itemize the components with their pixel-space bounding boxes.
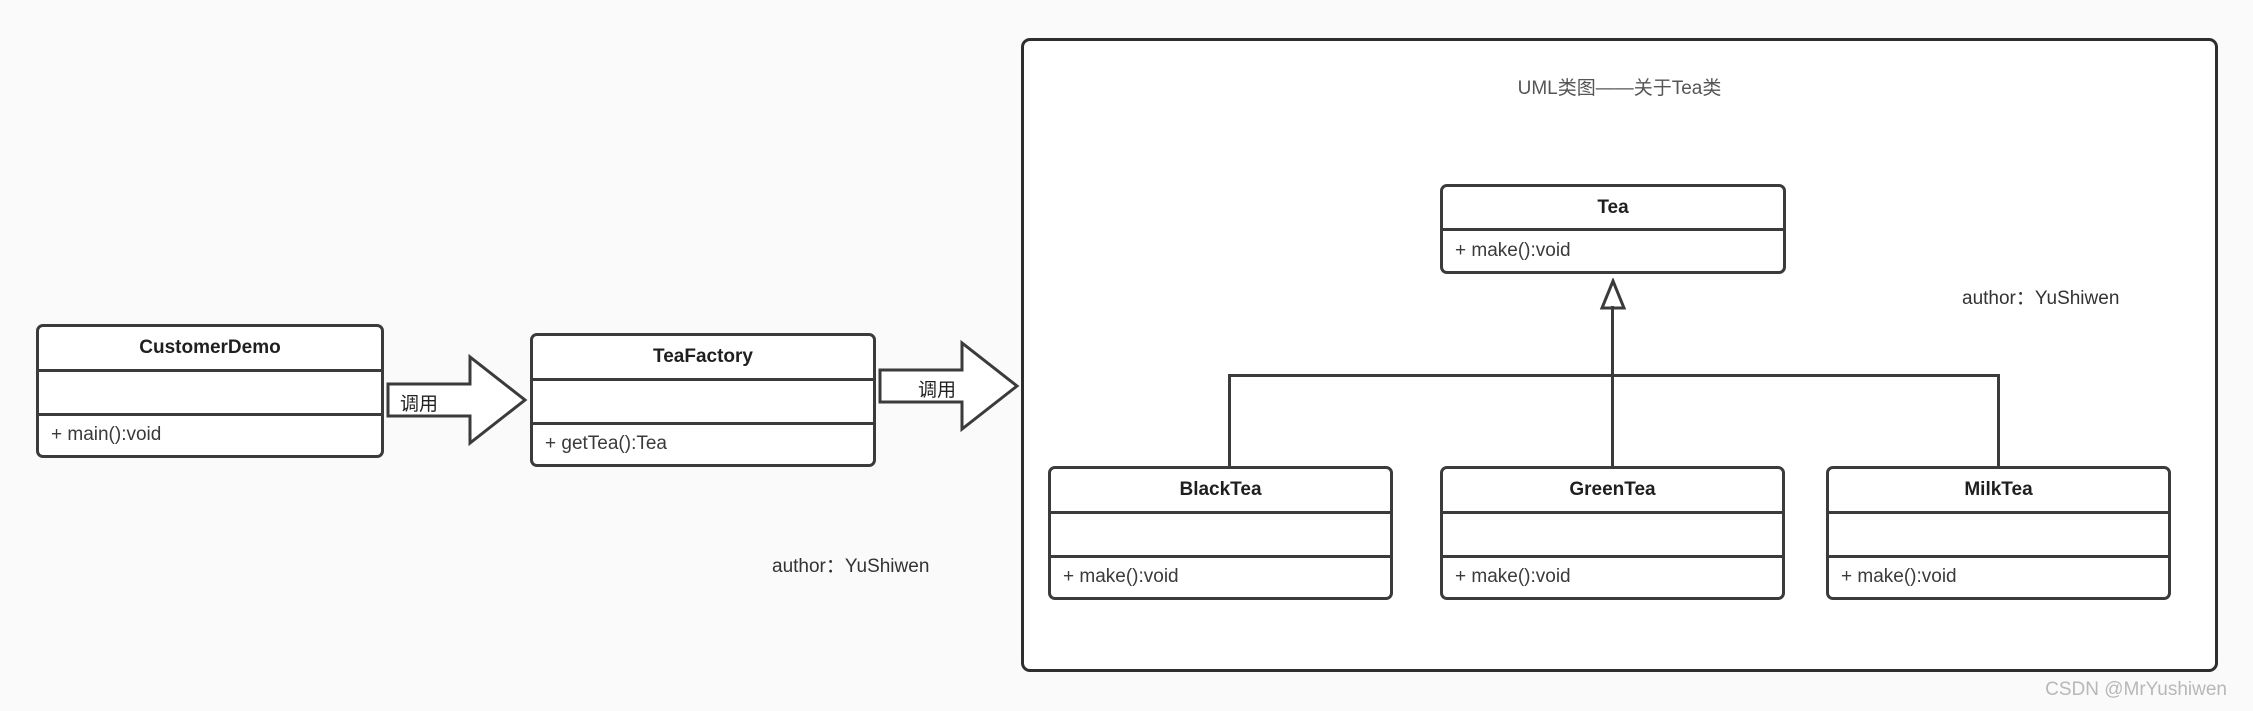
author-label-left: author：YuShiwen bbox=[772, 556, 930, 577]
class-box-green-tea[interactable]: GreenTea + make():void bbox=[1440, 466, 1785, 600]
arrow-label-call-1: 调用 bbox=[400, 394, 439, 415]
class-attributes-green-tea bbox=[1443, 514, 1782, 558]
class-box-customer-demo[interactable]: CustomerDemo + main():void bbox=[36, 324, 384, 458]
generalization-stem bbox=[1611, 306, 1614, 376]
class-operations-green-tea: + make():void bbox=[1455, 566, 1571, 588]
generalization-bus bbox=[1228, 374, 2000, 377]
watermark-text: CSDN @MrYushiwen bbox=[2045, 679, 2227, 700]
class-box-black-tea[interactable]: BlackTea + make():void bbox=[1048, 466, 1393, 600]
class-operations-tea-factory: + getTea():Tea bbox=[545, 433, 667, 455]
class-operations-customer-demo: + main():void bbox=[51, 424, 162, 446]
class-box-tea-factory[interactable]: TeaFactory + getTea():Tea bbox=[530, 333, 876, 467]
class-name-tea: Tea bbox=[1443, 187, 1783, 232]
block-arrow-call-2 bbox=[878, 339, 1020, 433]
class-name-black-tea: BlackTea bbox=[1051, 469, 1390, 514]
class-attributes-black-tea bbox=[1051, 514, 1390, 558]
author-label-right: author：YuShiwen bbox=[1962, 288, 2120, 309]
class-box-tea[interactable]: Tea + make():void bbox=[1440, 184, 1786, 274]
class-name-milk-tea: MilkTea bbox=[1829, 469, 2168, 514]
class-attributes-milk-tea bbox=[1829, 514, 2168, 558]
class-attributes-tea-factory bbox=[533, 381, 873, 425]
class-box-milk-tea[interactable]: MilkTea + make():void bbox=[1826, 466, 2171, 600]
class-name-customer-demo: CustomerDemo bbox=[39, 327, 381, 372]
panel-title: UML类图——关于Tea类 bbox=[1517, 78, 1722, 99]
class-name-tea-factory: TeaFactory bbox=[533, 336, 873, 381]
arrow-label-call-2: 调用 bbox=[918, 380, 957, 401]
generalization-drop-milk-tea bbox=[1997, 374, 2000, 466]
class-operations-milk-tea: + make():void bbox=[1841, 566, 1957, 588]
generalization-drop-black-tea bbox=[1228, 374, 1231, 466]
block-arrow-call-1 bbox=[386, 353, 528, 447]
class-operations-tea: + make():void bbox=[1455, 240, 1571, 262]
class-attributes-customer-demo bbox=[39, 372, 381, 416]
class-operations-black-tea: + make():void bbox=[1063, 566, 1179, 588]
generalization-drop-green-tea bbox=[1611, 374, 1614, 466]
class-name-green-tea: GreenTea bbox=[1443, 469, 1782, 514]
